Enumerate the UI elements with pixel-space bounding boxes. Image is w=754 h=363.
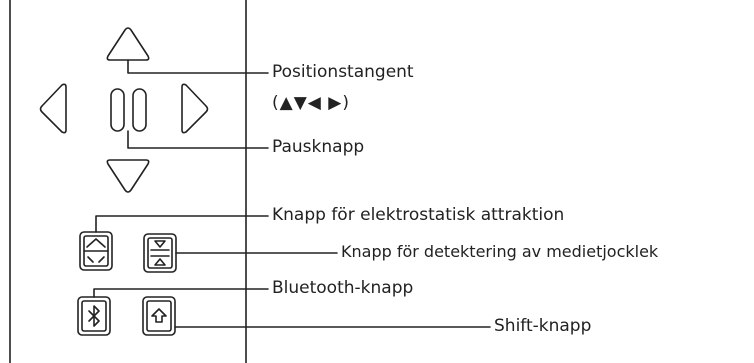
electrostatic-icon[interactable]	[79, 231, 113, 271]
shift-icon[interactable]	[142, 296, 176, 336]
right-arrow-icon[interactable]	[181, 83, 209, 134]
media-thickness-icon[interactable]	[143, 233, 177, 273]
label-position-key: Positionstangent	[272, 62, 414, 82]
leader-pause-button	[127, 130, 269, 149]
leader-electrostatic-button	[95, 215, 269, 233]
bluetooth-icon[interactable]	[77, 296, 111, 336]
down-arrow-icon[interactable]	[106, 159, 150, 193]
up-arrow-icon[interactable]	[106, 27, 150, 61]
leader-bluetooth-button	[93, 288, 269, 298]
label-bluetooth-button: Bluetooth-knapp	[272, 278, 414, 298]
left-arrow-icon[interactable]	[39, 83, 67, 134]
leader-position-key	[127, 59, 269, 74]
label-pause-button: Pausknapp	[272, 137, 365, 157]
label-shift-button: Shift-knapp	[494, 316, 592, 336]
label-position-key-symbols: (▲▼◀ ▶)	[272, 93, 350, 113]
label-media-thickness-button: Knapp för detektering av medietjocklek	[341, 242, 659, 261]
pause-icon[interactable]	[110, 88, 147, 132]
label-electrostatic-button: Knapp för elektrostatisk attraktion	[272, 205, 565, 225]
